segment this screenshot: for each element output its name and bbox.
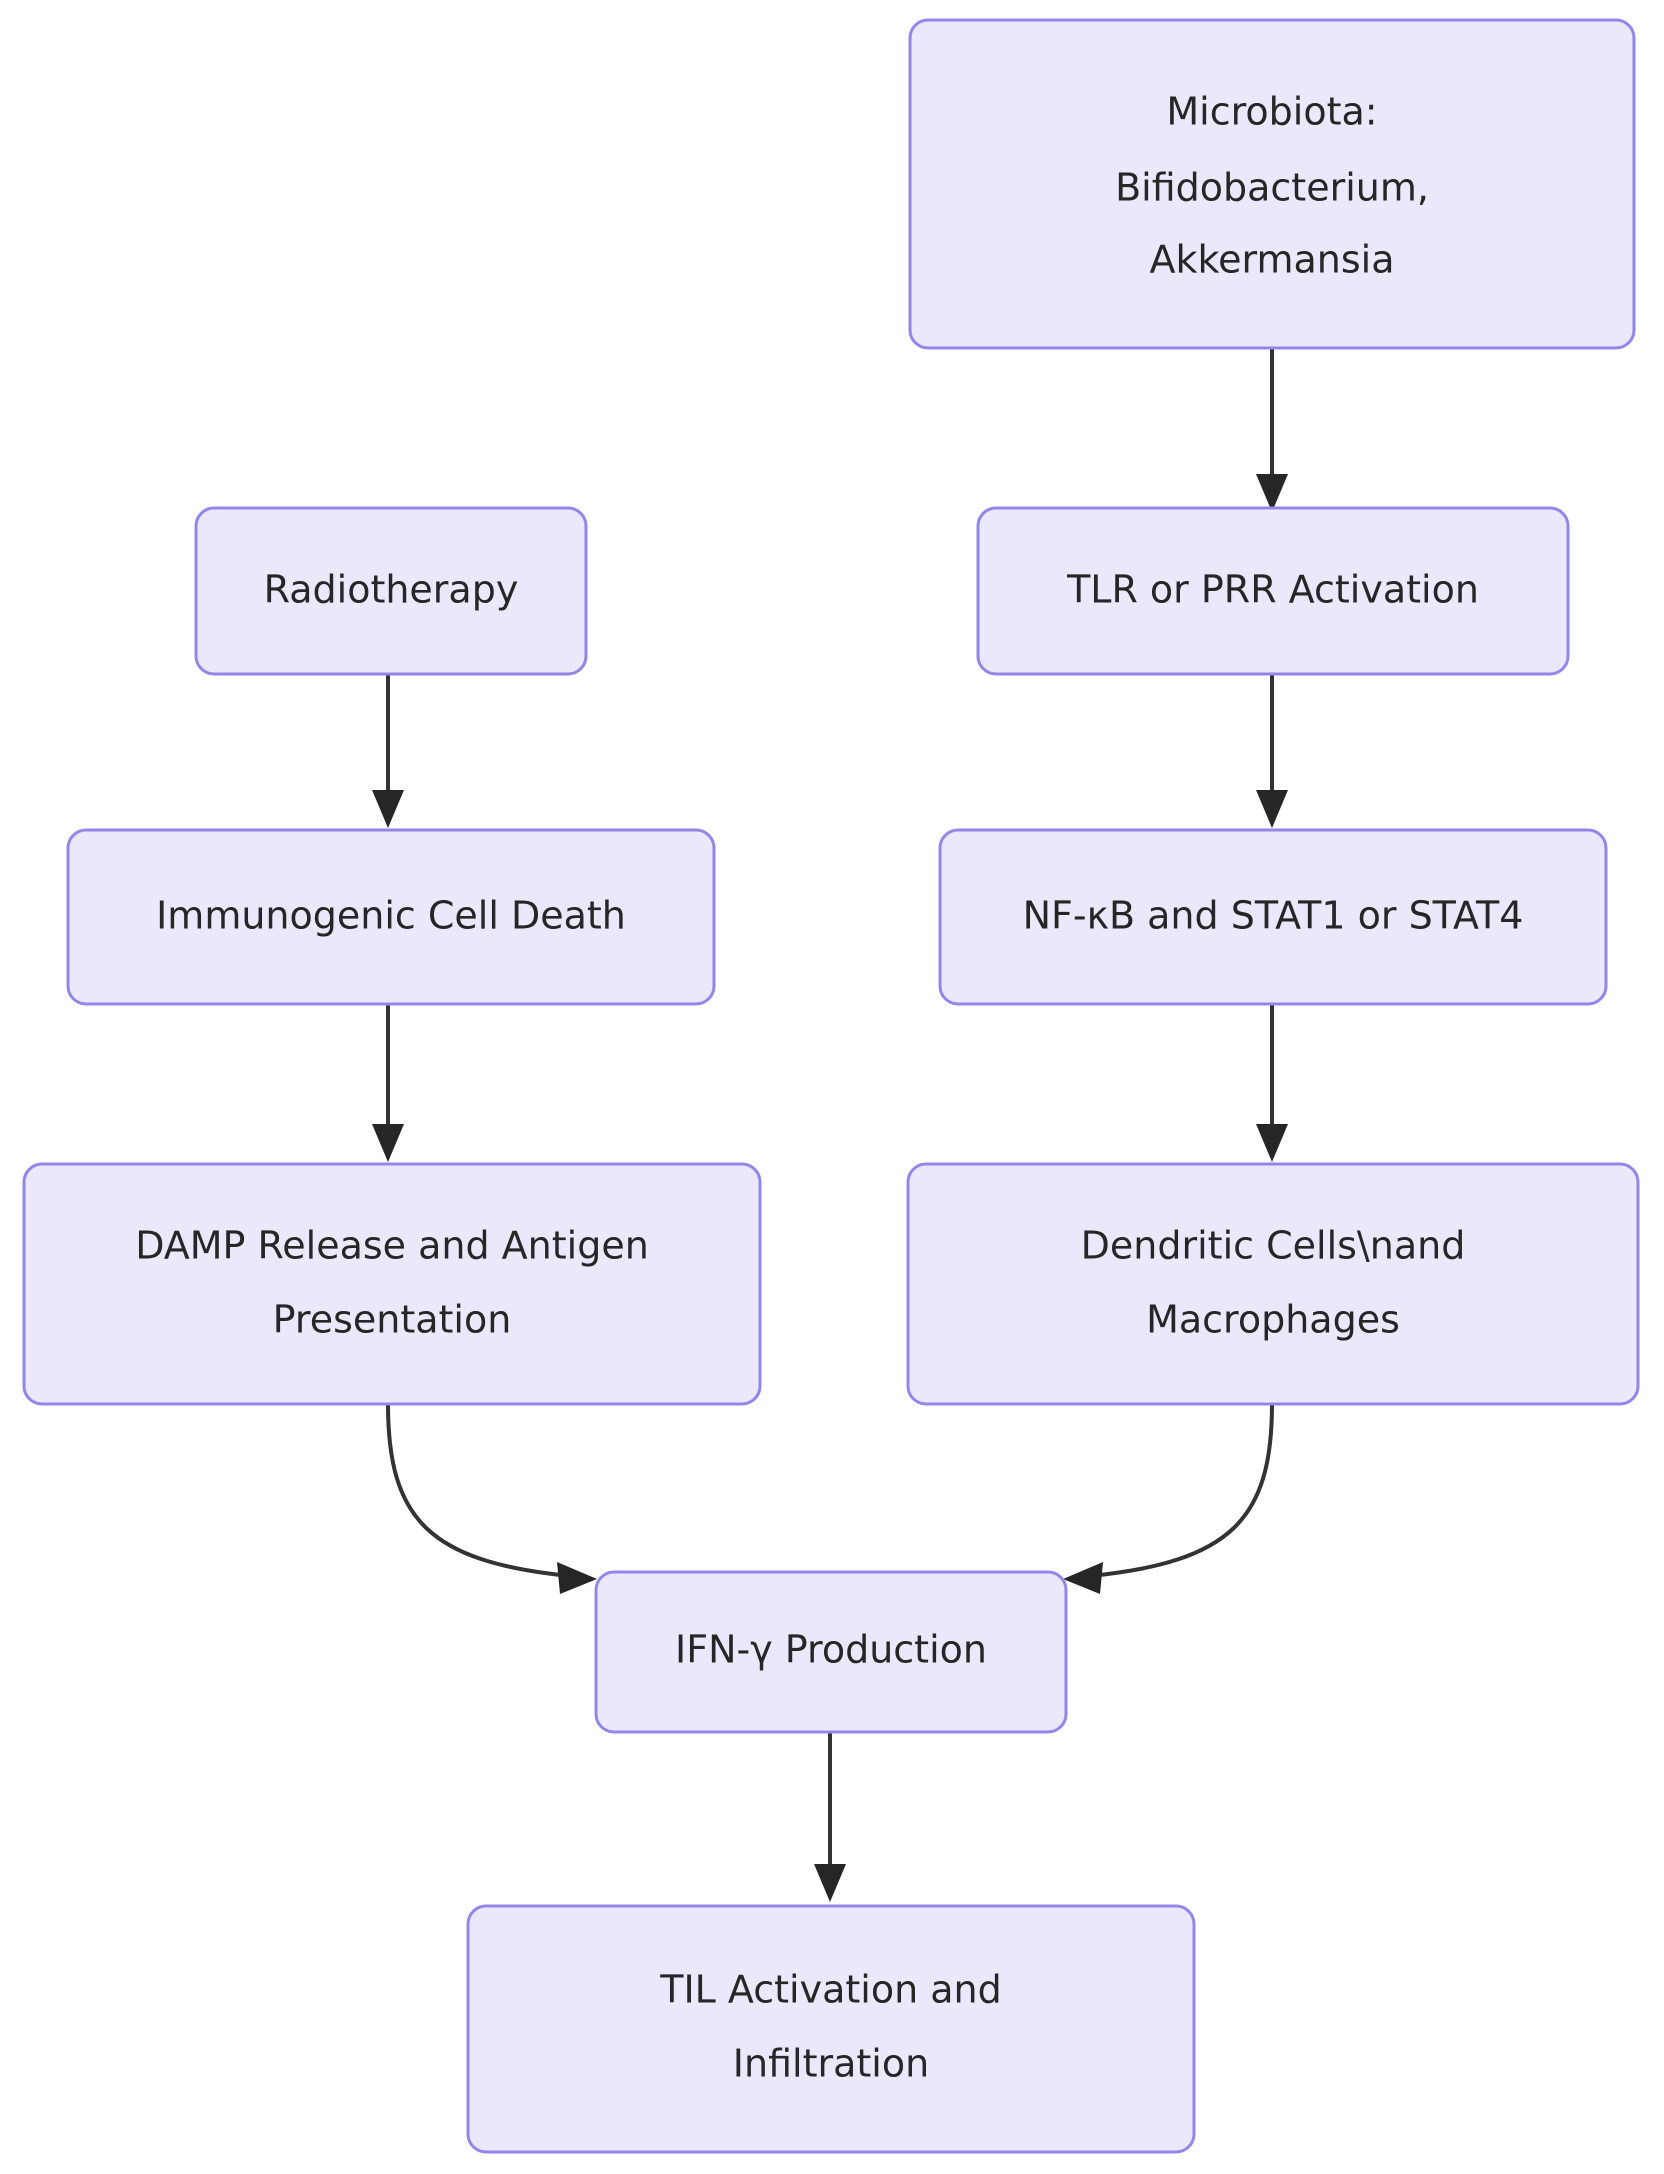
node-dendritic-macrophages-label-line-2: Macrophages <box>1146 1298 1400 1342</box>
node-til-activation-shape[interactable] <box>466 1904 1196 2154</box>
node-til-activation-label-line-2: Infiltration <box>733 2042 929 2086</box>
node-dendritic-macrophages-shape[interactable] <box>906 1162 1640 1406</box>
node-microbiota[interactable]: Microbiota: Bifidobacterium, Akkermansia <box>908 18 1636 350</box>
node-immunogenic-cell-death[interactable]: Immunogenic Cell Death <box>66 828 716 1006</box>
node-damp-release-label-line-1: DAMP Release and Antigen <box>135 1224 649 1268</box>
node-radiotherapy-label: Radiotherapy <box>264 568 519 612</box>
edge-nfkb-stat-to-dendritic-macrophages <box>1256 1003 1288 1162</box>
node-microbiota-shape[interactable] <box>908 18 1636 350</box>
node-ifn-gamma-production-shape[interactable] <box>594 1570 1068 1734</box>
node-dendritic-macrophages[interactable]: Dendritic Cells\nand Macrophages <box>906 1162 1640 1406</box>
node-damp-release-shape[interactable] <box>22 1162 762 1406</box>
node-nfkb-stat-shape[interactable] <box>938 828 1608 1006</box>
edge-ifn-gamma-production-to-til-activation <box>814 1733 846 1902</box>
node-microbiota-label-line-3: Akkermansia <box>1149 238 1394 282</box>
edge-damp-release-to-ifn-gamma-production <box>386 1403 597 1594</box>
node-til-activation[interactable]: TIL Activation and Infiltration <box>466 1904 1196 2154</box>
edge-microbiota-to-tlr-prr-activation <box>1256 348 1288 512</box>
node-damp-release[interactable]: DAMP Release and Antigen Presentation <box>22 1162 762 1406</box>
node-nfkb-stat[interactable]: NF-κB and STAT1 or STAT4 <box>938 828 1608 1006</box>
node-microbiota-label-line-2: Bifidobacterium, <box>1115 166 1429 210</box>
node-nfkb-stat-label: NF-κB and STAT1 or STAT4 <box>1023 894 1524 938</box>
node-tlr-prr-activation[interactable]: TLR or PRR Activation <box>976 506 1570 676</box>
edge-layer <box>372 348 1288 1902</box>
node-radiotherapy-shape[interactable] <box>194 506 588 676</box>
edge-dendritic-macrophages-to-ifn-gamma-production <box>1063 1403 1274 1594</box>
edge-radiotherapy-to-immunogenic-cell-death <box>372 673 404 828</box>
node-ifn-gamma-production[interactable]: IFN-γ Production <box>594 1570 1068 1734</box>
node-radiotherapy[interactable]: Radiotherapy <box>194 506 588 676</box>
node-tlr-prr-activation-label: TLR or PRR Activation <box>1066 568 1479 612</box>
node-immunogenic-cell-death-label: Immunogenic Cell Death <box>156 894 626 938</box>
node-dendritic-macrophages-label-line-1: Dendritic Cells\nand <box>1081 1224 1466 1268</box>
node-microbiota-label-line-1: Microbiota: <box>1166 90 1377 134</box>
node-immunogenic-cell-death-shape[interactable] <box>66 828 716 1006</box>
edge-immunogenic-cell-death-to-damp-release <box>372 1003 404 1162</box>
node-til-activation-label-line-1: TIL Activation and <box>659 1968 1001 2012</box>
node-ifn-gamma-production-label: IFN-γ Production <box>675 1628 987 1672</box>
node-tlr-prr-activation-shape[interactable] <box>976 506 1570 676</box>
node-layer: Microbiota: Bifidobacterium, Akkermansia… <box>22 18 1640 2154</box>
node-damp-release-label-line-2: Presentation <box>273 1298 512 1342</box>
edge-tlr-prr-activation-to-nfkb-stat <box>1256 673 1288 828</box>
